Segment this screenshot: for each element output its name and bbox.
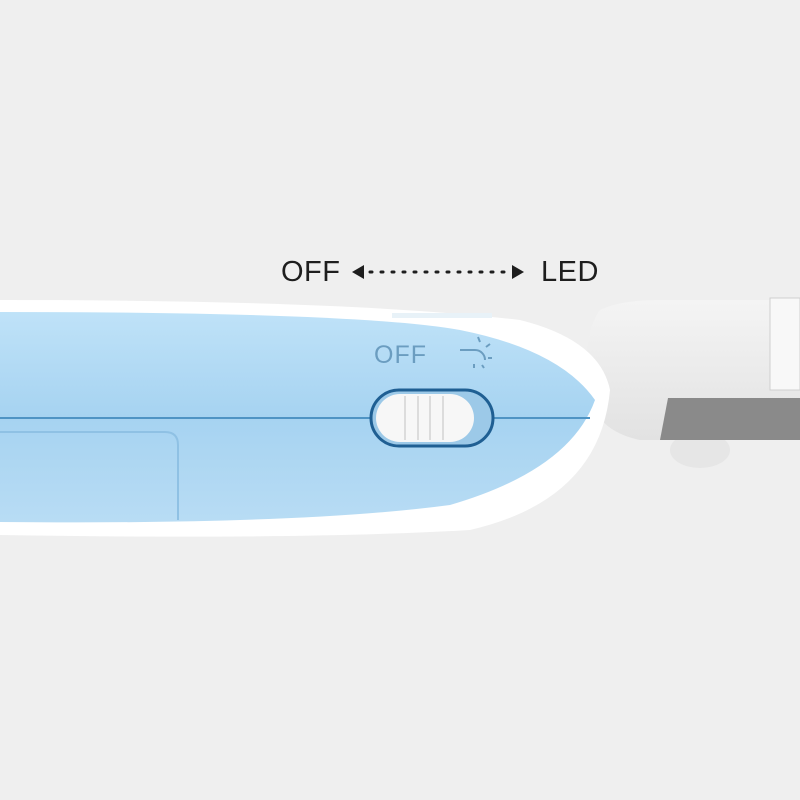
led-caption: LED: [541, 256, 599, 288]
double-arrow-icon: [352, 265, 524, 279]
blade: [660, 398, 800, 440]
light-icon: [460, 336, 492, 369]
slide-switch[interactable]: [369, 388, 495, 448]
wheel: [670, 432, 730, 468]
off-caption: OFF: [281, 256, 341, 288]
clipper-head: [585, 297, 800, 468]
embossed-off-label: OFF: [374, 341, 427, 369]
